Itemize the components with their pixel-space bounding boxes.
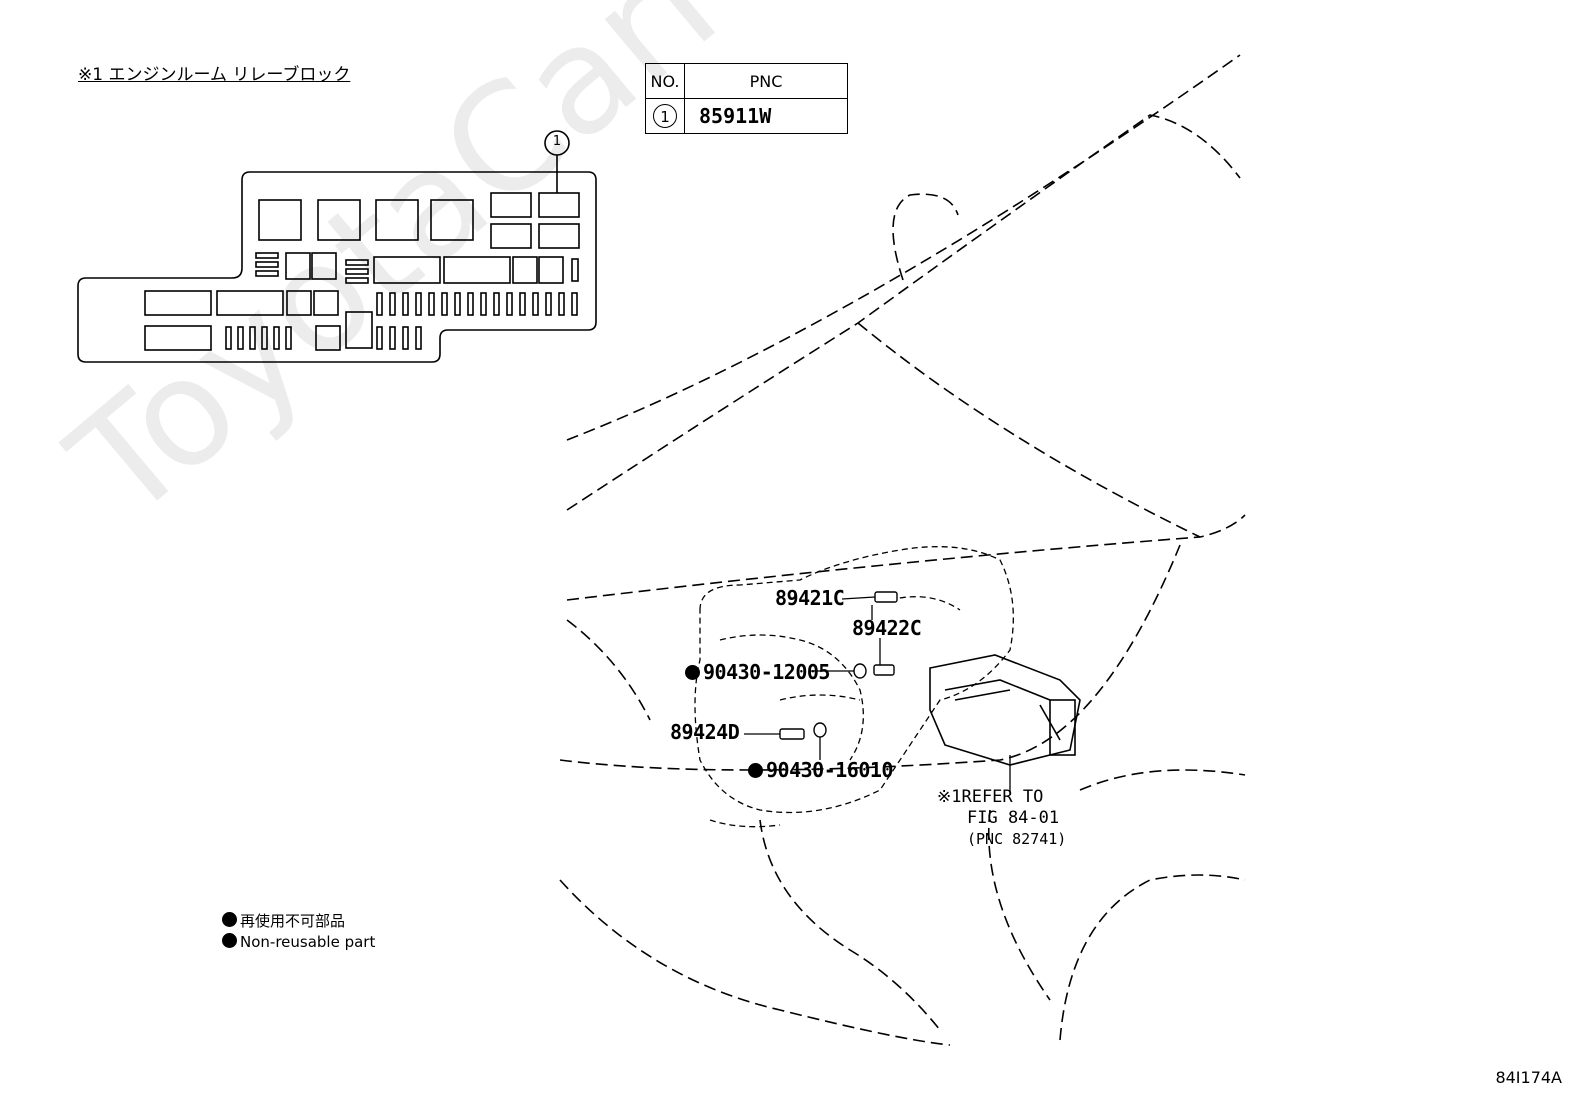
pnc-table: NO. PNC 1 85911W — [645, 63, 848, 134]
pnc-table-row: 1 85911W — [645, 98, 848, 134]
pnc-table-header-row: NO. PNC — [645, 63, 848, 99]
relay-callout-number: 1 — [552, 134, 562, 149]
pnc-table-row-no: 1 — [653, 104, 677, 128]
part-label-89424d[interactable]: 89424D — [670, 720, 740, 744]
sensor-89422c-shape — [873, 664, 895, 676]
part-label-90430-12005[interactable]: 90430-12005 — [685, 660, 830, 684]
legend-dot-icon — [222, 912, 237, 927]
gasket-16010-shape — [813, 722, 827, 738]
non-reusable-dot-icon — [748, 763, 763, 778]
sensor-89421c-shape — [874, 591, 898, 603]
legend-en: Non-reusable part — [222, 933, 375, 951]
relay-block-title: ※1 エンジンルーム リレーブロック — [78, 65, 351, 85]
part-label-89422c[interactable]: 89422C — [852, 616, 922, 640]
refer-note-line2: FIG 84-01 — [967, 808, 1060, 828]
sensor-89424d-shape — [779, 728, 805, 740]
gasket-12005-shape — [853, 663, 867, 679]
legend-jp: 再使用不可部品 — [222, 910, 345, 931]
pnc-table-header-pnc: PNC — [684, 63, 848, 99]
pnc-table-row-pnc: 85911W — [684, 98, 848, 134]
refer-note[interactable]: ※1REFER TO FIG 84-01 (PNC 82741) — [937, 787, 1066, 850]
part-label-90430-16010[interactable]: 90430-16010 — [748, 758, 893, 782]
part-label-89421c[interactable]: 89421C — [775, 586, 845, 610]
refer-note-line1: ※1REFER TO — [937, 787, 1044, 807]
refer-note-line3: (PNC 82741) — [967, 830, 1067, 848]
non-reusable-dot-icon — [685, 665, 700, 680]
engine-relay-box — [929, 654, 1081, 766]
legend-dot-icon — [222, 933, 237, 948]
figure-code: 84I174A — [1495, 1068, 1562, 1087]
pnc-table-header-no: NO. — [645, 63, 685, 99]
relay-block-outline — [77, 171, 597, 363]
